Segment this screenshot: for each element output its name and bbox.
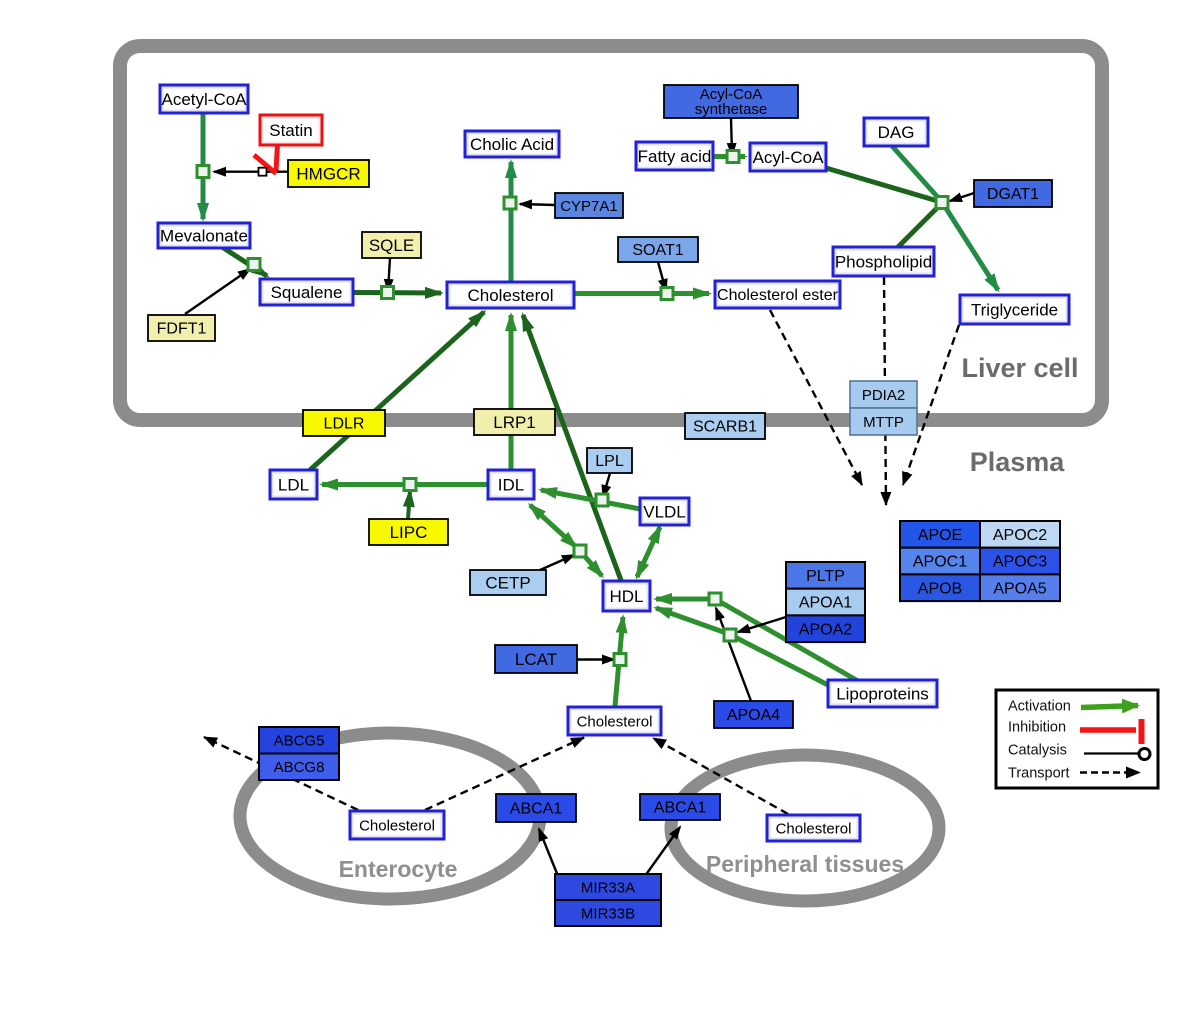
svg-text:PLTP: PLTP — [806, 568, 845, 585]
svg-text:Lipoproteins: Lipoproteins — [836, 684, 929, 703]
svg-text:Acyl-CoA: Acyl-CoA — [753, 148, 825, 167]
svg-text:MIR33B: MIR33B — [581, 905, 635, 922]
svg-text:DAG: DAG — [878, 123, 915, 142]
svg-text:Fatty acid: Fatty acid — [638, 147, 712, 166]
svg-text:FDFT1: FDFT1 — [157, 321, 207, 338]
svg-text:synthetase: synthetase — [695, 101, 768, 118]
svg-text:VLDL: VLDL — [643, 502, 686, 521]
svg-text:LDLR: LDLR — [324, 416, 365, 433]
svg-text:Inhibition: Inhibition — [1008, 720, 1066, 736]
svg-text:Cholesterol: Cholesterol — [359, 817, 435, 834]
svg-text:ABCA1: ABCA1 — [510, 801, 563, 818]
svg-text:HDL: HDL — [609, 587, 643, 606]
svg-text:SQLE: SQLE — [369, 236, 414, 255]
svg-text:Cholesterol ester: Cholesterol ester — [717, 287, 839, 304]
svg-text:SCARB1: SCARB1 — [693, 419, 757, 436]
svg-text:LDL: LDL — [278, 475, 309, 494]
svg-text:APOA4: APOA4 — [727, 707, 780, 724]
svg-text:PDIA2: PDIA2 — [862, 387, 905, 404]
svg-text:Triglyceride: Triglyceride — [971, 300, 1058, 319]
svg-text:Transport: Transport — [1008, 766, 1070, 782]
svg-text:ABCA1: ABCA1 — [654, 800, 707, 817]
svg-text:Squalene: Squalene — [271, 283, 343, 302]
svg-text:APOA2: APOA2 — [799, 621, 852, 638]
svg-text:DGAT1: DGAT1 — [987, 186, 1039, 203]
svg-text:Plasma: Plasma — [970, 447, 1066, 477]
svg-text:Mevalonate: Mevalonate — [160, 226, 248, 245]
svg-text:Phospholipid: Phospholipid — [835, 252, 932, 271]
svg-text:Cholesterol: Cholesterol — [577, 713, 653, 730]
svg-text:Acetyl-CoA: Acetyl-CoA — [161, 90, 247, 109]
svg-text:Acyl-CoA: Acyl-CoA — [700, 86, 763, 103]
svg-text:APOA1: APOA1 — [799, 595, 852, 612]
svg-text:MIR33A: MIR33A — [581, 879, 635, 896]
svg-text:IDL: IDL — [498, 475, 524, 494]
svg-text:Enterocyte: Enterocyte — [339, 856, 458, 882]
svg-text:LRP1: LRP1 — [493, 413, 536, 432]
svg-text:LPL: LPL — [595, 453, 624, 470]
svg-text:LIPC: LIPC — [390, 523, 428, 542]
svg-text:ABCG5: ABCG5 — [274, 733, 325, 750]
svg-text:MTTP: MTTP — [863, 414, 904, 431]
svg-text:APOC1: APOC1 — [913, 554, 967, 571]
svg-text:APOE: APOE — [918, 527, 962, 544]
svg-text:Peripheral tissues: Peripheral tissues — [706, 851, 904, 877]
svg-text:APOA5: APOA5 — [993, 580, 1046, 597]
svg-text:HMGCR: HMGCR — [296, 164, 360, 183]
svg-text:APOC2: APOC2 — [993, 527, 1047, 544]
svg-text:CYP7A1: CYP7A1 — [560, 198, 618, 215]
svg-text:Statin: Statin — [269, 121, 312, 140]
svg-text:APOB: APOB — [918, 580, 962, 597]
svg-text:APOC3: APOC3 — [993, 554, 1047, 571]
svg-text:LCAT: LCAT — [515, 650, 557, 669]
svg-text:Cholic Acid: Cholic Acid — [470, 135, 554, 154]
svg-text:SOAT1: SOAT1 — [632, 242, 683, 259]
svg-text:Cholesterol: Cholesterol — [468, 286, 554, 305]
svg-text:CETP: CETP — [485, 573, 530, 592]
svg-text:ABCG8: ABCG8 — [274, 759, 325, 776]
svg-text:Activation: Activation — [1008, 699, 1071, 715]
svg-text:Liver cell: Liver cell — [961, 353, 1078, 383]
svg-text:Catalysis: Catalysis — [1008, 743, 1067, 759]
svg-text:Cholesterol: Cholesterol — [776, 820, 852, 837]
